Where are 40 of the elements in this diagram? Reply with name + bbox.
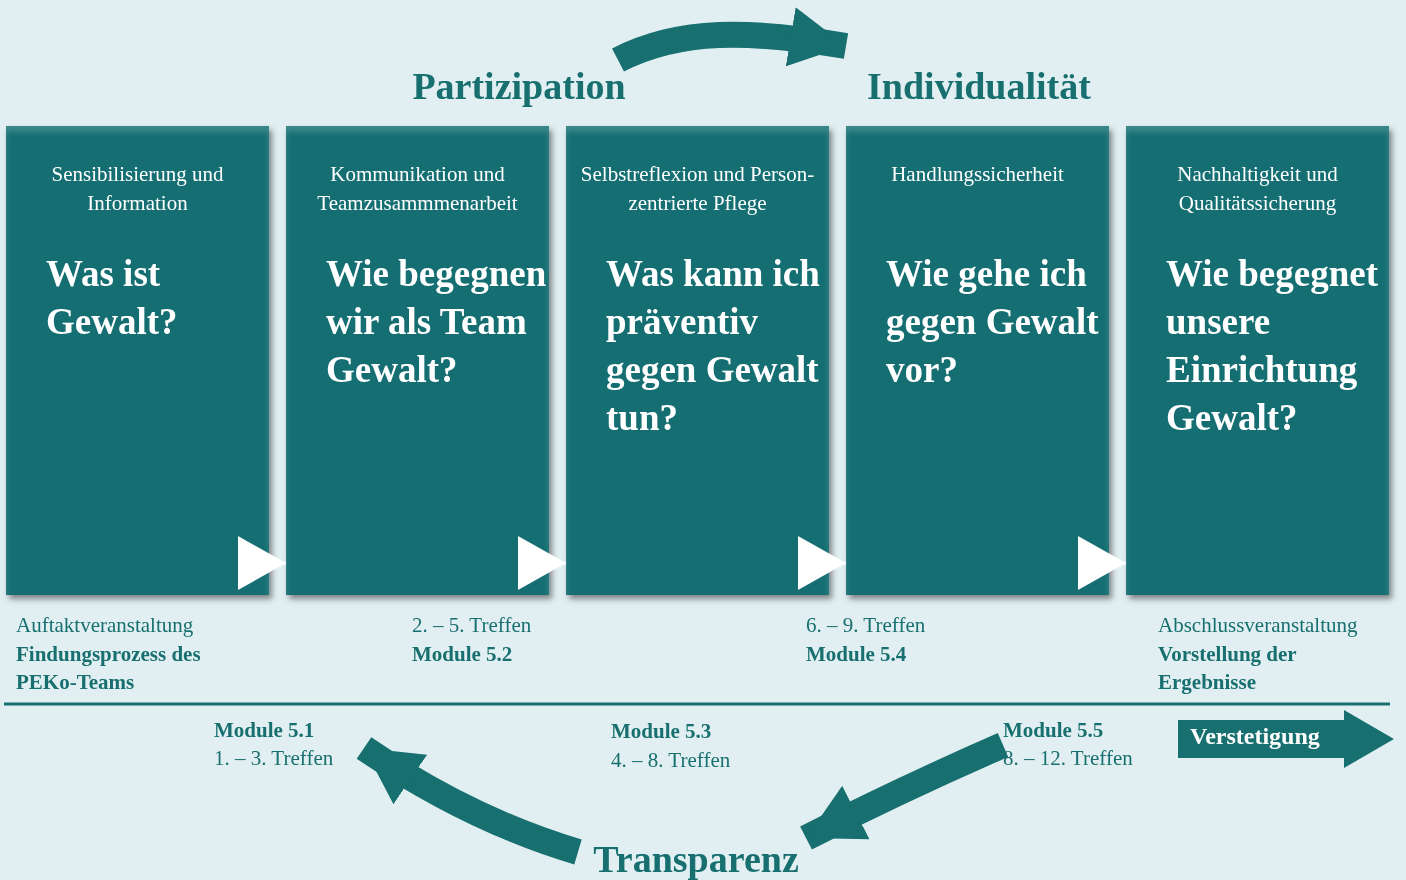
meeting-range: 1. – 3. Treffen <box>214 745 335 772</box>
caption-text: Auftaktveranstaltung <box>16 612 195 639</box>
module-text: Module 5.2 <box>412 641 514 668</box>
heading-text: Transparenz <box>578 838 814 880</box>
arrow-shape <box>1178 710 1394 768</box>
curved-arrow <box>612 7 848 72</box>
module-text: Vorstellung der Ergebnisse <box>1158 641 1298 696</box>
arrow <box>798 536 846 590</box>
card-subtitle: Nachhaltigkeit und Qualitätssicherung <box>1176 161 1339 217</box>
caption-text: 2. – 5. Treffen <box>412 612 533 639</box>
card-question: Wie begegnen wir als Team Gewalt? <box>326 252 548 392</box>
process-card <box>6 126 269 595</box>
arrow <box>1078 536 1126 590</box>
process-card <box>1126 126 1389 595</box>
process-card <box>286 126 549 595</box>
card-subtitle: Handlungssicherheit <box>890 161 1065 188</box>
module-text: Module 5.4 <box>806 641 908 668</box>
module-text: Module 5.3 <box>611 718 713 745</box>
process-card <box>566 126 829 595</box>
heading-text: Partizipation <box>393 60 645 112</box>
caption-text: 4. – 8. Treffen <box>611 747 732 774</box>
card-subtitle: Kommunikation und Teamzusammmenarbeit <box>316 161 519 217</box>
module-title: Module 5.1 <box>214 717 316 744</box>
curved-arrow <box>800 733 1009 850</box>
process-card <box>846 126 1109 595</box>
caption-text: Abschlussveranstaltung <box>1158 612 1359 639</box>
card-question: Wie gehe ich gegen Gewalt vor? <box>886 252 1100 392</box>
curved-arrow <box>356 737 582 865</box>
heading-text: Individualität <box>846 60 1112 112</box>
arrow <box>518 536 566 590</box>
card-subtitle: Sensibilisierung und Information <box>50 161 225 217</box>
card-question: Was ist Gewalt? <box>46 252 179 344</box>
card-subtitle: Selbstreflexion und Person-zentrierte Pflege <box>579 161 816 217</box>
arrow-label: Verstetigung <box>1190 723 1320 750</box>
arrow <box>238 536 286 590</box>
caption-text: 6. – 9. Treffen <box>806 612 927 639</box>
module-text: Findungsprozess des PEKo-Teams <box>16 641 202 696</box>
card-question: Wie begegnet unsere Einrichtung Gewalt? <box>1166 252 1380 440</box>
card-question: Was kann ich präventiv gegen Gewalt tun? <box>606 252 821 440</box>
module-title: Module 5.5 <box>1003 717 1105 744</box>
